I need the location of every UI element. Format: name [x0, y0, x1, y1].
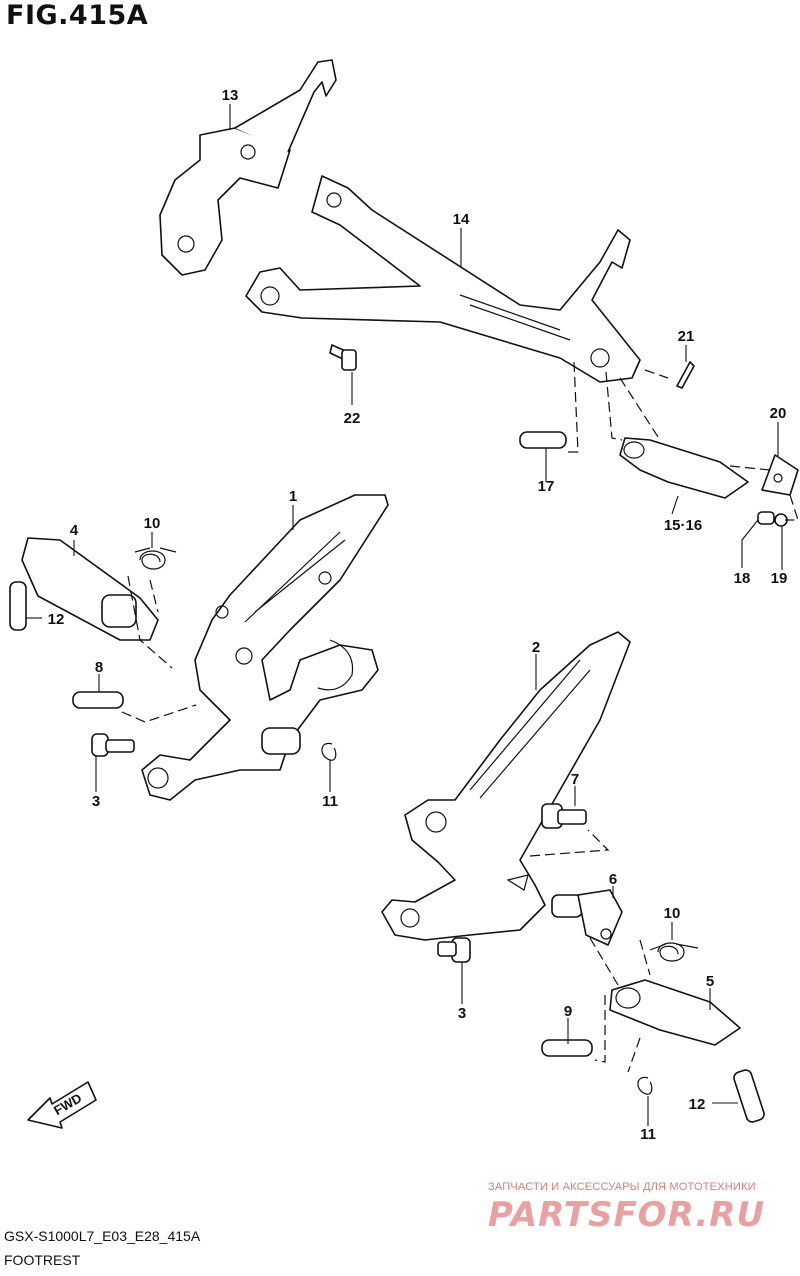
- left-assembly-line: [149, 579, 159, 613]
- part-4-left-footpeg: [21, 537, 159, 641]
- leader-lines: [26, 104, 783, 1126]
- page-subtitle: FOOTREST: [4, 1252, 81, 1268]
- part-5-right-footpeg: [609, 979, 741, 1046]
- part-12-rubber-peg-right: [733, 1069, 765, 1123]
- callout: 11: [640, 1126, 656, 1143]
- callout: 7: [571, 771, 579, 788]
- right-assembly-line: [529, 829, 610, 857]
- model-code: GSX-S1000L7_E03_E28_415A: [4, 1228, 201, 1244]
- callout: 15·16: [664, 517, 702, 534]
- callout: 11: [322, 793, 338, 810]
- callout: 9: [564, 1003, 572, 1020]
- rear-assembly-line: [785, 494, 799, 521]
- callout: 8: [95, 659, 103, 676]
- part-11-circlip-left: [321, 742, 337, 761]
- part-3-bolt-left: [91, 733, 135, 757]
- callout: 10: [144, 515, 161, 532]
- rear-assembly-line: [644, 369, 669, 379]
- callout: 4: [70, 522, 79, 539]
- part-15-16-rear-footpeg: [619, 437, 749, 499]
- callout: 6: [609, 871, 617, 888]
- part-10-spring-right: [649, 942, 699, 962]
- callout: 13: [222, 87, 239, 104]
- part-3-bolt-right: [437, 937, 471, 963]
- callout: 19: [771, 570, 788, 587]
- rear-assembly-line: [619, 377, 661, 441]
- right-assembly-line: [639, 939, 651, 976]
- callout: 10: [664, 905, 681, 922]
- part-10-spring-left: [134, 547, 177, 570]
- part-9-pin: [541, 1039, 593, 1057]
- callout: 5: [706, 973, 714, 990]
- callout: 17: [538, 478, 555, 495]
- watermark-logo: PARTSFOR.RU: [488, 1195, 766, 1235]
- part-14-rear-bracket: [245, 175, 641, 383]
- callout: 12: [689, 1096, 706, 1113]
- part-1-left-front-bracket: [141, 494, 389, 801]
- figure-title: FIG.415A: [6, 0, 149, 31]
- callout: 2: [532, 639, 540, 656]
- callout: 12: [48, 611, 65, 628]
- right-assembly-line: [589, 937, 619, 986]
- right-assembly-line: [594, 995, 606, 1063]
- part-22-bolt: [329, 344, 357, 371]
- part-11-circlip-right: [637, 1076, 653, 1095]
- part-20-plate: [761, 454, 799, 496]
- left-assembly-line: [121, 704, 197, 723]
- callout-labels: 13 14 21 22 20 17 15·16 18 19 1 10 4 12 …: [48, 87, 788, 1143]
- fwd-direction-icon: FWD: [27, 1081, 97, 1129]
- callout: 14: [453, 211, 470, 228]
- callout: 3: [458, 1005, 466, 1022]
- part-12-rubber-peg-left: [9, 581, 27, 631]
- callout: 3: [92, 793, 100, 810]
- callout: 21: [678, 328, 695, 345]
- right-assembly-line: [627, 1037, 641, 1073]
- callout: 1: [289, 488, 297, 505]
- part-8-pin: [72, 691, 124, 709]
- part-17-pin: [519, 431, 567, 449]
- part-21-cotter-pin: [676, 361, 695, 389]
- part-7-bolt-right: [541, 803, 587, 829]
- callout: 22: [344, 410, 361, 427]
- rear-assembly-line: [566, 361, 579, 453]
- rear-assembly-line: [605, 371, 623, 441]
- callout: 18: [734, 570, 751, 587]
- part-13-guard: [159, 59, 337, 276]
- part-2-right-front-bracket: [381, 631, 631, 941]
- part-18-spring: [757, 511, 775, 525]
- callout: 20: [770, 405, 787, 422]
- left-assembly-line: [127, 575, 173, 669]
- rear-assembly-line: [729, 465, 771, 471]
- part-6-pivot: [551, 889, 623, 946]
- watermark-tagline: ЗАПЧАСТИ И АКСЕССУАРЫ ДЛЯ МОТОТЕХНИКИ: [488, 1181, 756, 1193]
